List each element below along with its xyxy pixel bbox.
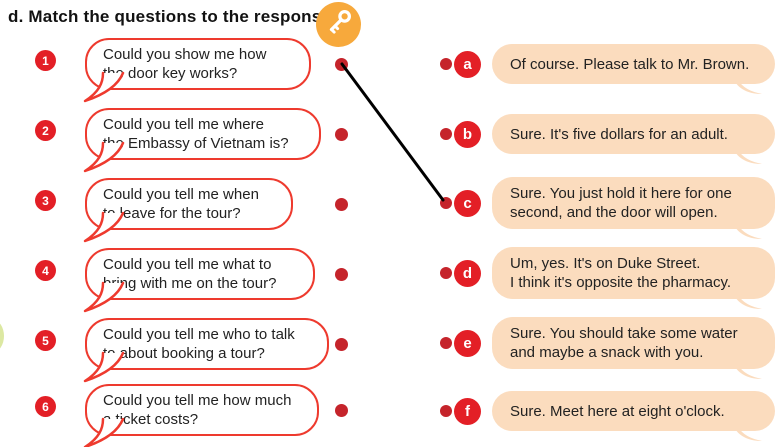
- question-number-badge: 5: [35, 330, 56, 351]
- key-icon: [324, 7, 354, 42]
- response-match-dot[interactable]: [440, 405, 452, 417]
- response-bubble: Of course. Please talk to Mr. Brown.: [492, 44, 775, 94]
- question-number-badge: 6: [35, 396, 56, 417]
- response-bubble: Sure. Meet here at eight o'clock.: [492, 391, 775, 441]
- page-edge-decoration: [0, 320, 4, 352]
- question-bubble-tail: [83, 141, 125, 173]
- response-text: Um, yes. It's on Duke Street.I think it'…: [510, 255, 732, 291]
- question-number-badge: 1: [35, 50, 56, 71]
- response-bubble-tail: [735, 425, 762, 441]
- response-text: Sure. It's five dollars for an adult.: [510, 125, 728, 143]
- answer-key-button[interactable]: [316, 2, 361, 47]
- response-letter-badge: d: [454, 259, 481, 287]
- response-bubble: Um, yes. It's on Duke Street.I think it'…: [492, 247, 775, 309]
- response-bubble-tail: [735, 363, 762, 379]
- response-row-b: b Sure. It's five dollars for an adult.: [0, 108, 779, 164]
- question-bubble-tail: [83, 211, 125, 243]
- response-row-f: f Sure. Meet here at eight o'clock.: [0, 385, 779, 441]
- response-text: Sure. Meet here at eight o'clock.: [510, 402, 725, 420]
- response-letter-badge: c: [454, 189, 481, 217]
- response-row-a: a Of course. Please talk to Mr. Brown.: [0, 38, 779, 94]
- response-bubble: Sure. It's five dollars for an adult.: [492, 114, 775, 164]
- response-match-dot[interactable]: [440, 58, 452, 70]
- response-bubble-tail: [735, 293, 762, 309]
- response-letter-badge: b: [454, 120, 481, 148]
- response-match-dot[interactable]: [440, 267, 452, 279]
- response-letter-badge: e: [454, 329, 481, 357]
- question-number-badge: 2: [35, 120, 56, 141]
- question-match-dot[interactable]: [335, 403, 348, 417]
- response-bubble-tail: [735, 78, 762, 94]
- response-match-dot[interactable]: [440, 197, 452, 209]
- response-letter-badge: a: [454, 50, 481, 78]
- exercise-title: d. Match the questions to the responses.: [8, 7, 346, 26]
- question-bubble-tail: [83, 417, 125, 447]
- question-match-dot[interactable]: [335, 267, 348, 281]
- question-bubble-tail: [83, 71, 125, 103]
- response-bubble-tail: [735, 223, 762, 239]
- question-number-badge: 3: [35, 190, 56, 211]
- question-match-dot[interactable]: [335, 337, 348, 351]
- response-letter-badge: f: [454, 397, 481, 425]
- response-match-dot[interactable]: [440, 128, 452, 140]
- question-number-badge: 4: [35, 260, 56, 281]
- response-text: Of course. Please talk to Mr. Brown.: [510, 55, 750, 73]
- response-row-d: d Um, yes. It's on Duke Street.I think i…: [0, 247, 779, 309]
- response-match-dot[interactable]: [440, 337, 452, 349]
- question-bubble-tail: [83, 281, 125, 313]
- question-bubble-tail: [83, 351, 125, 383]
- response-bubble-tail: [735, 148, 762, 164]
